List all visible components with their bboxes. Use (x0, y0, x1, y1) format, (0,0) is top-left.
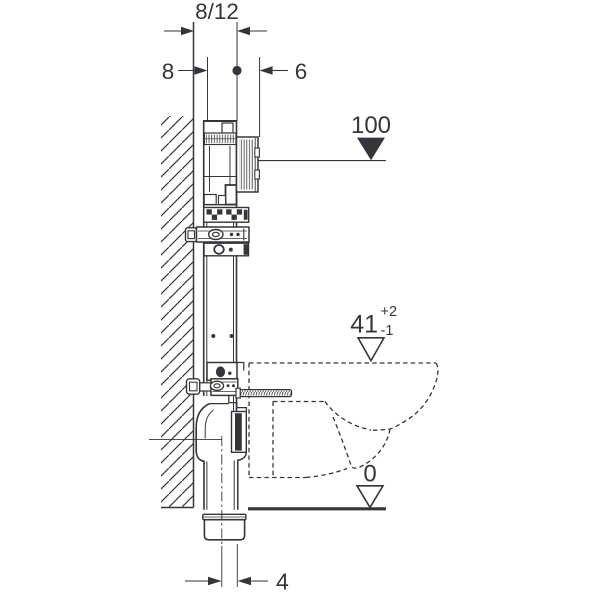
access-opening (235, 136, 260, 193)
port-opening (213, 244, 225, 255)
arrowhead-right-icon (181, 26, 194, 36)
fixing-eye (215, 366, 226, 378)
bracket-arm (199, 382, 212, 392)
masonry-wall (161, 22, 195, 509)
flush-bend (224, 184, 238, 206)
wall-bracket-upper (184, 226, 250, 243)
level-label-top: 100 (351, 112, 391, 139)
datum-triangle-open-icon (355, 484, 385, 509)
level-marker-floor: 0 (355, 461, 385, 509)
outlet-flange (230, 410, 248, 453)
dimension-top: 8/12 8 6 (162, 0, 308, 137)
slot-hole (207, 228, 224, 241)
wall-hatching (161, 116, 194, 508)
wc-pan-outline (248, 362, 439, 479)
arrowhead-right-icon (208, 576, 222, 586)
wall-anchor (185, 378, 201, 395)
tolerance-minus: -1 (381, 323, 394, 339)
datum-triangle-open-icon (356, 336, 386, 363)
support-box (206, 361, 245, 382)
valve-box (203, 242, 250, 257)
threaded-rod (235, 387, 293, 399)
drain-pipe (206, 452, 248, 510)
level-label-seat: 41 (350, 311, 378, 339)
arrowhead-left-icon (237, 576, 251, 586)
pipe-socket (202, 513, 247, 541)
pipe-centerline (221, 436, 238, 587)
arrowhead-right-icon (194, 66, 208, 75)
reference-dot-icon (232, 65, 242, 76)
dim-label-outlet-offset: 4 (276, 569, 289, 595)
concealed-cistern (203, 122, 238, 206)
arrowhead-left-icon (259, 66, 273, 75)
level-label-floor: 0 (363, 461, 376, 488)
outlet-connector (228, 395, 248, 412)
tolerance-plus: +2 (381, 304, 398, 320)
drain-elbow (149, 402, 229, 510)
level-marker-top: 100 (258, 112, 391, 162)
frame-fixing-dots (211, 334, 234, 338)
dim-label-wall-offset: 8/12 (195, 0, 239, 24)
socket-body (203, 518, 246, 541)
dim-label-back-offset: 8 (162, 59, 175, 84)
slot-hole (209, 380, 225, 392)
rod-nut (235, 387, 241, 399)
dim-label-front-offset: 6 (295, 59, 308, 84)
wall-bracket-lower (185, 378, 239, 397)
fixing-row (202, 206, 250, 223)
datum-triangle-filled-icon (357, 137, 385, 161)
access-tab (254, 147, 260, 158)
arrowhead-left-icon (237, 26, 250, 36)
cistern-top-fitting (221, 122, 234, 134)
access-tab (254, 169, 260, 180)
dimension-bottom: 4 (185, 569, 289, 595)
level-marker-seat: 41 +2 -1 (350, 304, 398, 363)
